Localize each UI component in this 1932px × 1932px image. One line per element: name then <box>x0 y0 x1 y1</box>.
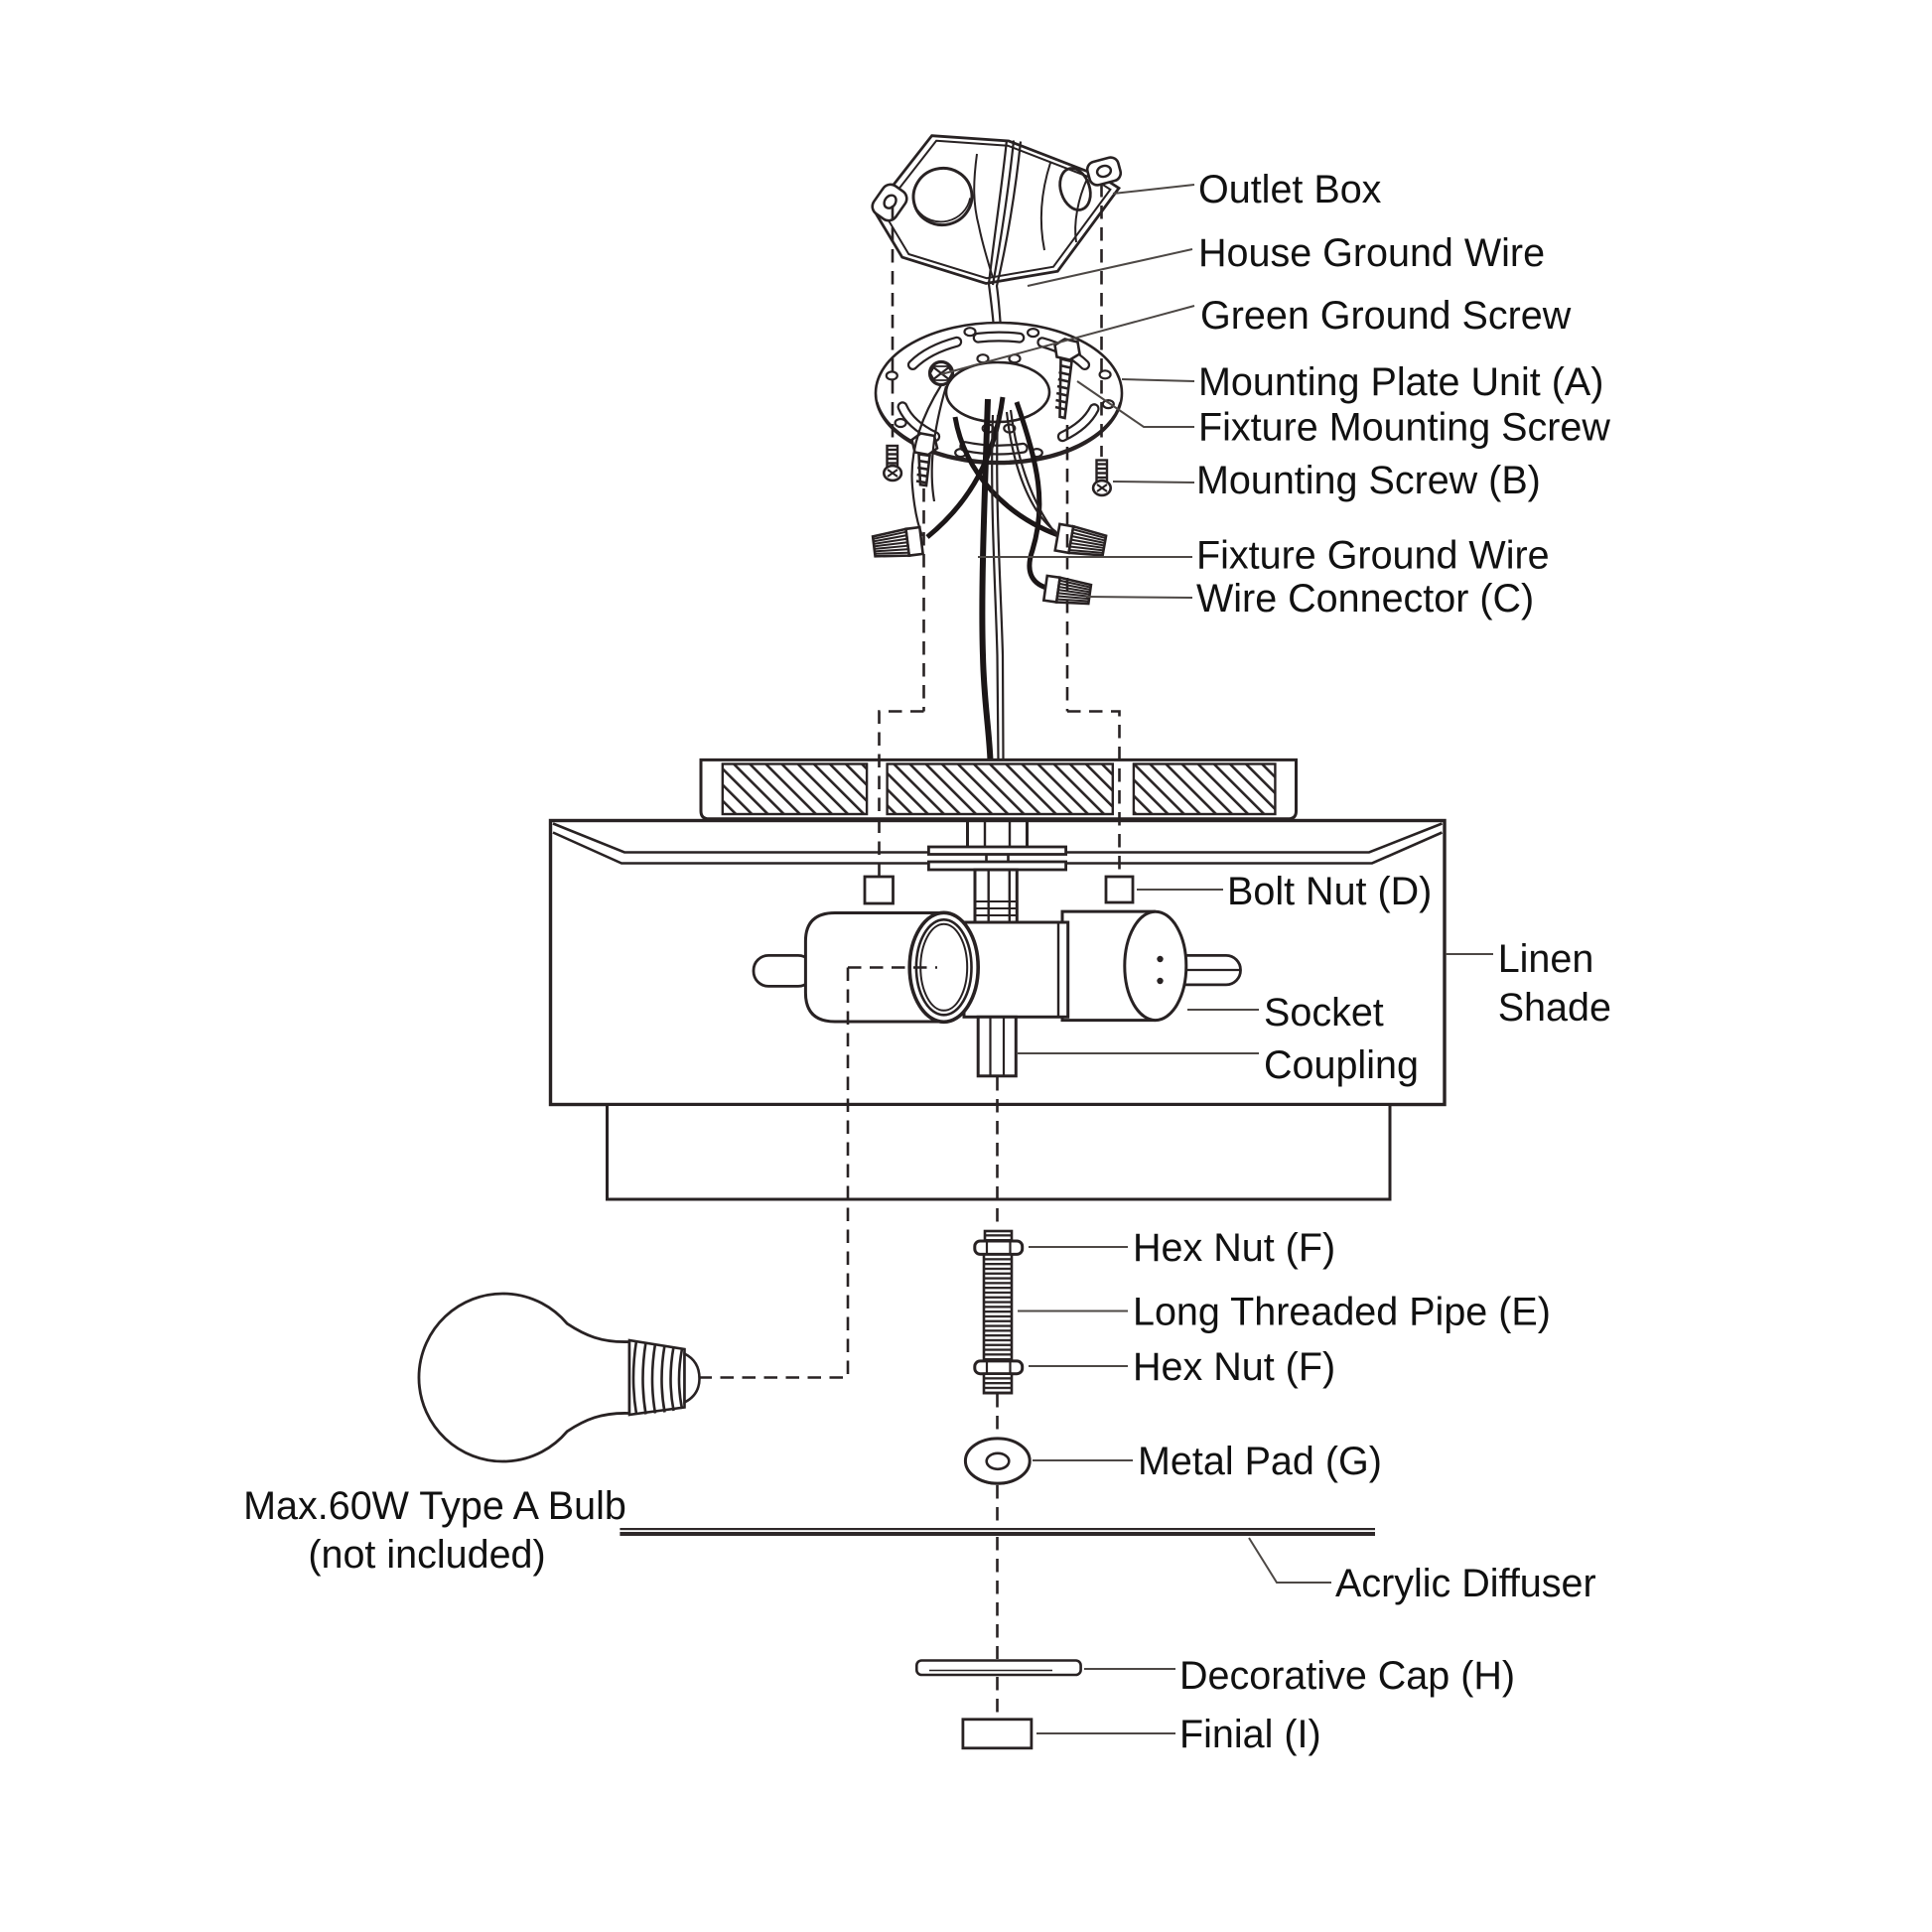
svg-text:Wire Connector (C): Wire Connector (C) <box>1196 577 1534 621</box>
svg-text:Acrylic Diffuser: Acrylic Diffuser <box>1335 1562 1596 1605</box>
svg-text:Finial (I): Finial (I) <box>1179 1713 1321 1756</box>
svg-text:Fixture Mounting Screw: Fixture Mounting Screw <box>1198 406 1610 450</box>
svg-text:(not included): (not included) <box>308 1533 545 1577</box>
svg-text:Mounting Plate Unit (A): Mounting Plate Unit (A) <box>1198 360 1603 404</box>
svg-text:Socket: Socket <box>1264 991 1384 1035</box>
svg-text:Mounting Screw (B): Mounting Screw (B) <box>1196 459 1541 502</box>
svg-text:Decorative Cap (H): Decorative Cap (H) <box>1179 1654 1515 1698</box>
svg-text:Coupling: Coupling <box>1264 1043 1419 1087</box>
svg-text:Hex Nut (F): Hex Nut (F) <box>1133 1226 1335 1270</box>
svg-text:Shade: Shade <box>1498 986 1611 1030</box>
svg-text:Linen: Linen <box>1498 937 1594 981</box>
svg-text:Long Threaded Pipe (E): Long Threaded Pipe (E) <box>1133 1291 1551 1334</box>
svg-text:Outlet Box: Outlet Box <box>1198 168 1382 211</box>
svg-text:Max.60W Type A Bulb: Max.60W Type A Bulb <box>243 1484 626 1528</box>
svg-text:Metal Pad (G): Metal Pad (G) <box>1138 1440 1382 1483</box>
svg-text:Fixture Ground Wire: Fixture Ground Wire <box>1196 534 1550 578</box>
svg-text:Bolt Nut (D): Bolt Nut (D) <box>1227 870 1432 913</box>
svg-text:Green Ground Screw: Green Ground Screw <box>1200 294 1572 338</box>
svg-text:Hex Nut (F): Hex Nut (F) <box>1133 1345 1335 1389</box>
svg-text:House Ground Wire: House Ground Wire <box>1198 231 1545 275</box>
